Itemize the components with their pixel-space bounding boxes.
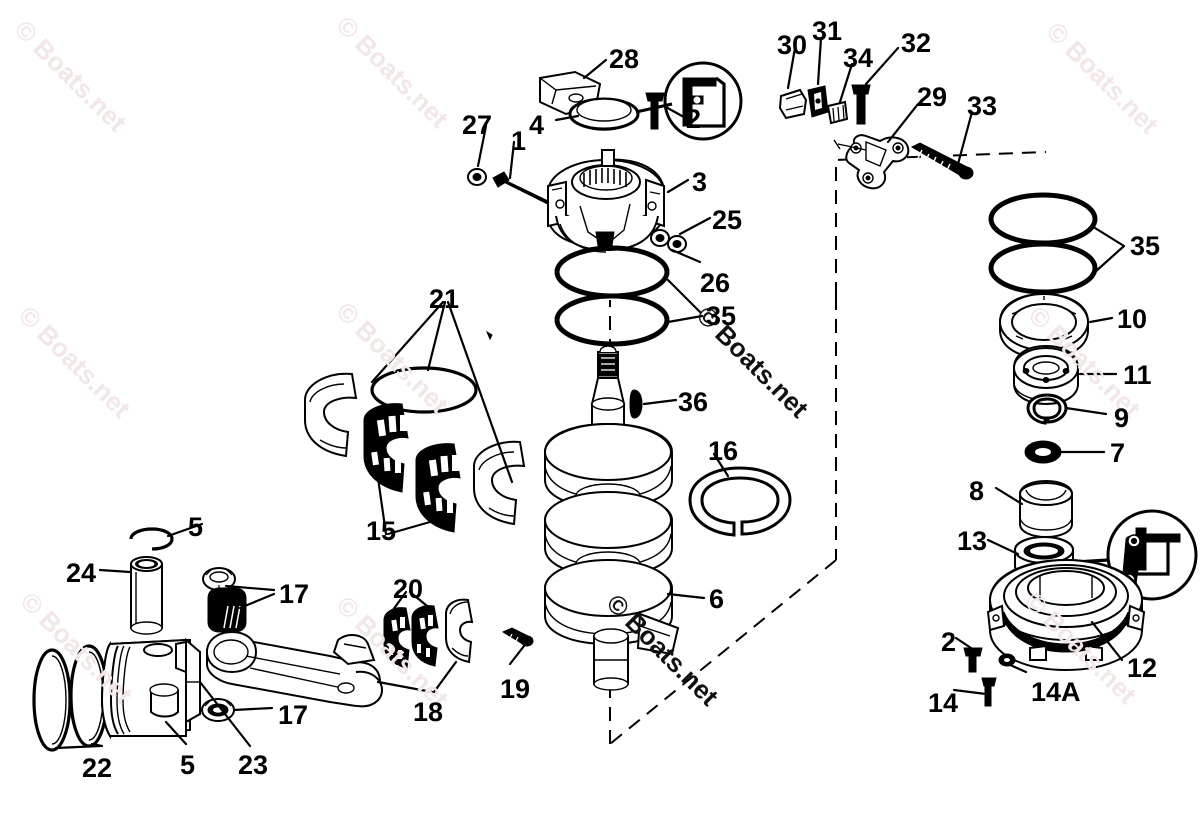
- callout-label-17b[interactable]: 17: [278, 700, 309, 730]
- part-30-bushing: [778, 88, 808, 120]
- callout-label-22[interactable]: 22: [82, 753, 113, 783]
- part-35-o-ring-center-lower: [554, 293, 670, 347]
- callout-label-9[interactable]: 9: [1114, 403, 1130, 433]
- callout-label-14[interactable]: 14: [928, 688, 959, 718]
- callout-label-2b[interactable]: 2: [941, 627, 957, 657]
- callout-label-23[interactable]: 23: [238, 750, 269, 780]
- part-20-rod-bearing-b: [411, 605, 439, 667]
- part-35-o-ring-right-lower: [988, 241, 1098, 295]
- callout-label-6[interactable]: 6: [709, 584, 725, 614]
- part-34-spacer-small: [826, 100, 849, 125]
- callout-label-30[interactable]: 30: [777, 30, 808, 60]
- leader-lines: [54, 36, 1126, 750]
- part-35-o-ring-right-upper: [988, 192, 1098, 246]
- part-20-rod-bearing-c: [445, 598, 474, 664]
- part-21-bearing-half-right: [473, 440, 526, 526]
- part-16-retaining-ring: [688, 466, 792, 537]
- callout-label-21[interactable]: 21: [429, 284, 460, 314]
- part-15-needle-cage-lower: [415, 443, 461, 533]
- part-17-sleeve-upper: [207, 587, 247, 633]
- callout-label-5b[interactable]: 5: [180, 750, 196, 780]
- callout-label-24[interactable]: 24: [66, 558, 97, 588]
- callout-label-32[interactable]: 32: [901, 28, 932, 58]
- callout-label-28[interactable]: 28: [609, 44, 640, 74]
- part-5-clip-upper: [129, 527, 174, 551]
- part-24-wrist-pin: [130, 556, 163, 635]
- part-4-seal-ring: [568, 97, 640, 131]
- part-2-screw-bottom: [963, 647, 983, 673]
- detail-circle-seal: [635, 61, 743, 141]
- callout-label-11[interactable]: 11: [1123, 360, 1152, 390]
- callout-label-3[interactable]: 3: [692, 167, 708, 197]
- part-20-rod-bearing-a: [383, 607, 411, 669]
- callout-label-10[interactable]: 10: [1117, 304, 1148, 334]
- part-12-lower-bearing-housing: [986, 558, 1146, 672]
- callout-label-35b[interactable]: 35: [1130, 231, 1161, 261]
- part-35-o-ring-center-upper: [554, 245, 670, 299]
- callout-label-7[interactable]: 7: [1110, 438, 1126, 468]
- part-3-upper-bearing-housing: [547, 149, 665, 253]
- callout-label-15[interactable]: 15: [366, 516, 397, 546]
- callout-label-27[interactable]: 27: [462, 110, 493, 140]
- callout-label-16[interactable]: 16: [708, 436, 739, 466]
- part-27-nut: [467, 168, 487, 186]
- part-18-connecting-rod: [205, 630, 384, 708]
- callout-label-29[interactable]: 29: [917, 82, 948, 112]
- callout-label-17a[interactable]: 17: [279, 579, 310, 609]
- part-19-rod-bolt: [501, 627, 534, 647]
- part-6-crankshaft: [544, 345, 680, 691]
- part-9-snap-ring: [1026, 393, 1068, 425]
- part-14-screw: [981, 677, 997, 707]
- callout-label-12[interactable]: 12: [1127, 653, 1158, 683]
- part-33-stud-bolt: [910, 142, 974, 180]
- part-7-o-ring: [1024, 440, 1062, 464]
- callout-label-25[interactable]: 25: [712, 205, 743, 235]
- callout-label-8[interactable]: 8: [969, 476, 985, 506]
- part-10-bearing-retainer-plate: [999, 292, 1089, 360]
- part-22-piston-ring-outer: [32, 648, 72, 752]
- part-8-cap: [1019, 479, 1073, 539]
- part-14A-washer: [998, 653, 1016, 667]
- part-29-lever-arm: [833, 134, 910, 190]
- callout-label-20[interactable]: 20: [393, 574, 424, 604]
- part-31-spacer: [807, 85, 829, 118]
- part-32-bolt: [851, 84, 871, 125]
- part-15-needle-cage-upper: [363, 403, 409, 493]
- part-21-bearing-ring-center: [370, 366, 478, 414]
- callout-label-18[interactable]: 18: [413, 697, 444, 727]
- callout-label-35a[interactable]: 35: [706, 301, 737, 331]
- part-23-piston: [100, 637, 201, 740]
- callout-label-26[interactable]: 26: [700, 268, 731, 298]
- callout-label-5a[interactable]: 5: [188, 512, 204, 542]
- callout-label-19[interactable]: 19: [500, 674, 531, 704]
- callout-label-36[interactable]: 36: [678, 387, 709, 417]
- part-36-woodruff-key: [629, 389, 643, 419]
- part-2-screw-top: [645, 92, 665, 130]
- callout-label-1[interactable]: 1: [511, 126, 527, 156]
- callout-label-33[interactable]: 33: [967, 91, 998, 121]
- part-21-bearing-half-left: [304, 372, 358, 458]
- tick-mark: [485, 330, 493, 341]
- part-17-nut-upper: [202, 567, 236, 591]
- callout-label-4[interactable]: 4: [529, 110, 545, 140]
- part-25-nut: [650, 229, 670, 247]
- part-11-ball-bearing: [1013, 344, 1079, 406]
- part-26-nut: [667, 235, 687, 253]
- callout-label-14A[interactable]: 14A: [1031, 677, 1081, 707]
- callout-label-31[interactable]: 31: [812, 16, 843, 46]
- callout-label-13[interactable]: 13: [957, 526, 988, 556]
- callout-label-34[interactable]: 34: [843, 43, 874, 73]
- callout-label-2[interactable]: 2: [686, 104, 702, 134]
